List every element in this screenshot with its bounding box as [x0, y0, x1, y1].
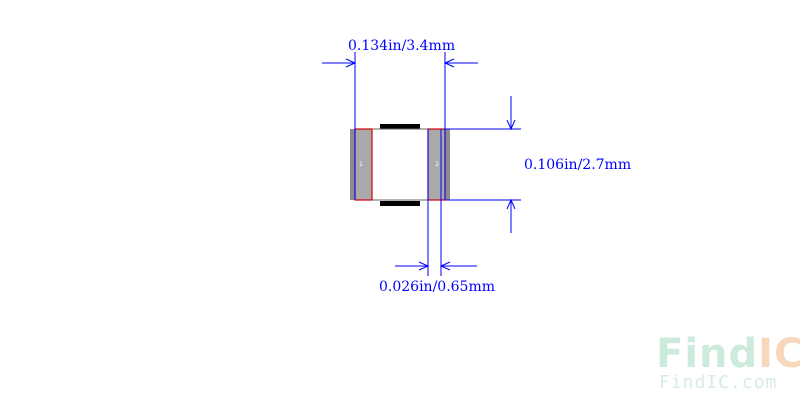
height-arrow-top — [506, 119, 516, 131]
padwidth-arrow-left — [418, 261, 430, 271]
height-arrow-bottom — [506, 198, 516, 210]
watermark-ic: IC — [758, 331, 800, 377]
silkscreen-top — [380, 124, 420, 129]
pad-1-label: 1 — [359, 161, 363, 168]
silkscreen-bottom — [380, 201, 420, 206]
padwidth-dimension-label: 0.026in/0.65mm — [379, 279, 495, 295]
pad-1-outline — [354, 128, 373, 201]
pad-2-label: 2 — [435, 161, 439, 168]
padwidth-arrow-right — [439, 261, 451, 271]
width-arrow-right — [443, 58, 455, 68]
watermark-url: FindIC.com — [659, 372, 778, 393]
width-dimension-label: 0.134in/3.4mm — [348, 38, 455, 54]
width-arrow-left — [345, 58, 357, 68]
height-dimension-label: 0.106in/2.7mm — [524, 157, 631, 173]
watermark-find: Find — [656, 331, 759, 377]
watermark-logo: FindIC — [656, 334, 800, 374]
